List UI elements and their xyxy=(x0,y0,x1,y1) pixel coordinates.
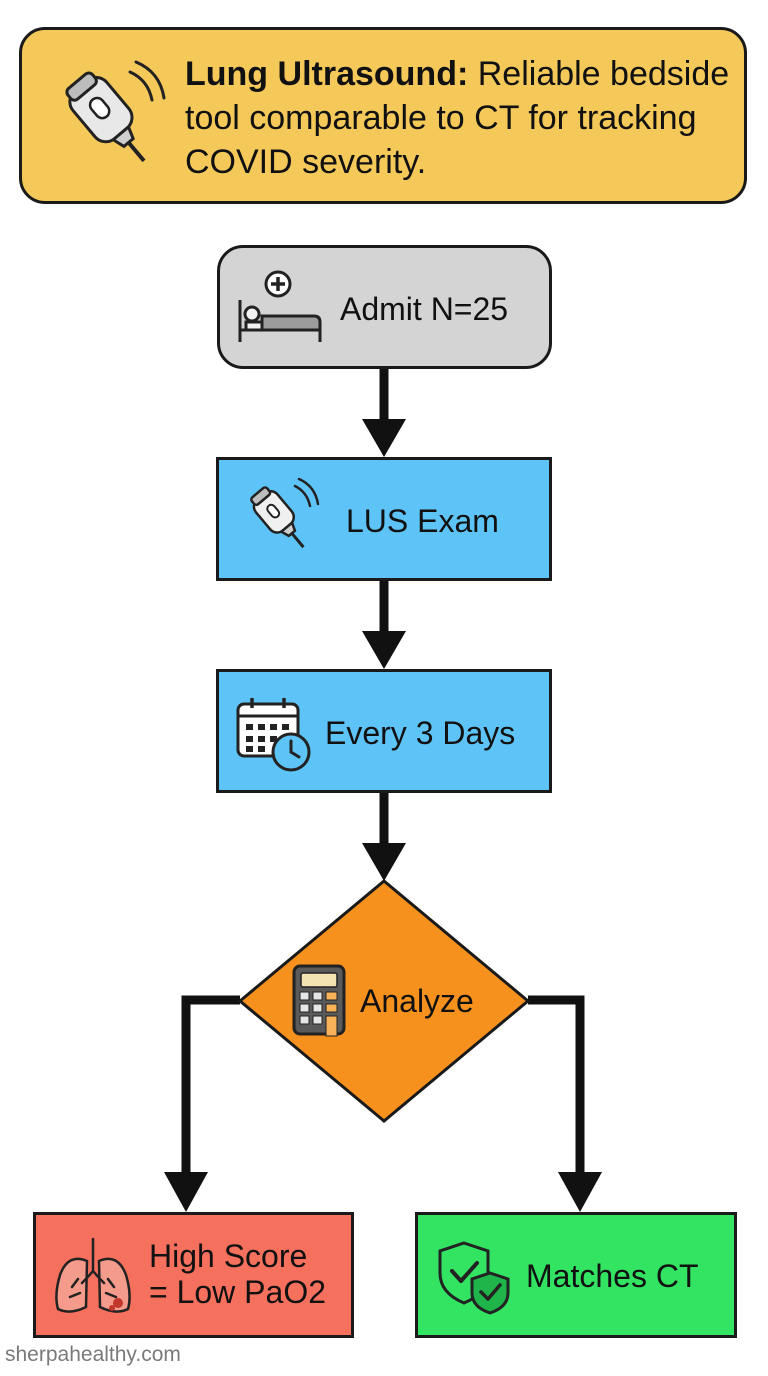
banner-title: Lung Ultrasound: xyxy=(185,55,469,93)
calculator-icon xyxy=(292,964,346,1037)
every-3-days-node: Every 3 Days xyxy=(216,669,552,793)
summary-banner: Lung Ultrasound: Reliable bedside tool c… xyxy=(19,27,747,204)
shield-check-icon xyxy=(438,1241,510,1315)
every-3-days-label: Every 3 Days xyxy=(325,715,516,751)
arrowhead-matches xyxy=(558,1172,602,1212)
admit-label: Admit N=25 xyxy=(340,291,509,327)
lus-exam-node: LUS Exam xyxy=(216,457,552,581)
lus-exam-label: LUS Exam xyxy=(346,503,499,539)
analyze-decision-node: Analyze xyxy=(237,879,531,1123)
high-score-line-2: = Low PaO2 xyxy=(149,1274,326,1310)
ultrasound-probe-icon xyxy=(65,60,166,163)
arrowhead-lus xyxy=(362,419,406,457)
matches-ct-label: Matches CT xyxy=(526,1258,699,1294)
lungs-icon xyxy=(55,1237,131,1313)
hospital-bed-icon xyxy=(238,270,322,342)
banner-text: Lung Ultrasound: Reliable bedside tool c… xyxy=(185,52,735,184)
watermark: sherpahealthy.com xyxy=(5,1343,181,1366)
arrowhead-every xyxy=(362,631,406,669)
ultrasound-probe-icon xyxy=(250,477,320,549)
banner-description: Reliable bedside tool comparable to CT f… xyxy=(185,55,730,181)
analyze-label: Analyze xyxy=(360,983,474,1019)
arrowhead-high xyxy=(164,1172,208,1212)
admit-node: Admit N=25 xyxy=(217,245,552,369)
high-score-line-1: High Score xyxy=(149,1238,308,1274)
arrowhead-analyze xyxy=(362,843,406,881)
matches-ct-node: Matches CT xyxy=(415,1212,737,1338)
high-score-label: High Score= Low PaO2 xyxy=(149,1238,326,1310)
branch-left-line xyxy=(181,995,240,1175)
branch-right-line xyxy=(528,995,585,1175)
calendar-clock-icon xyxy=(236,698,311,772)
high-score-node: High Score= Low PaO2 xyxy=(33,1212,354,1338)
